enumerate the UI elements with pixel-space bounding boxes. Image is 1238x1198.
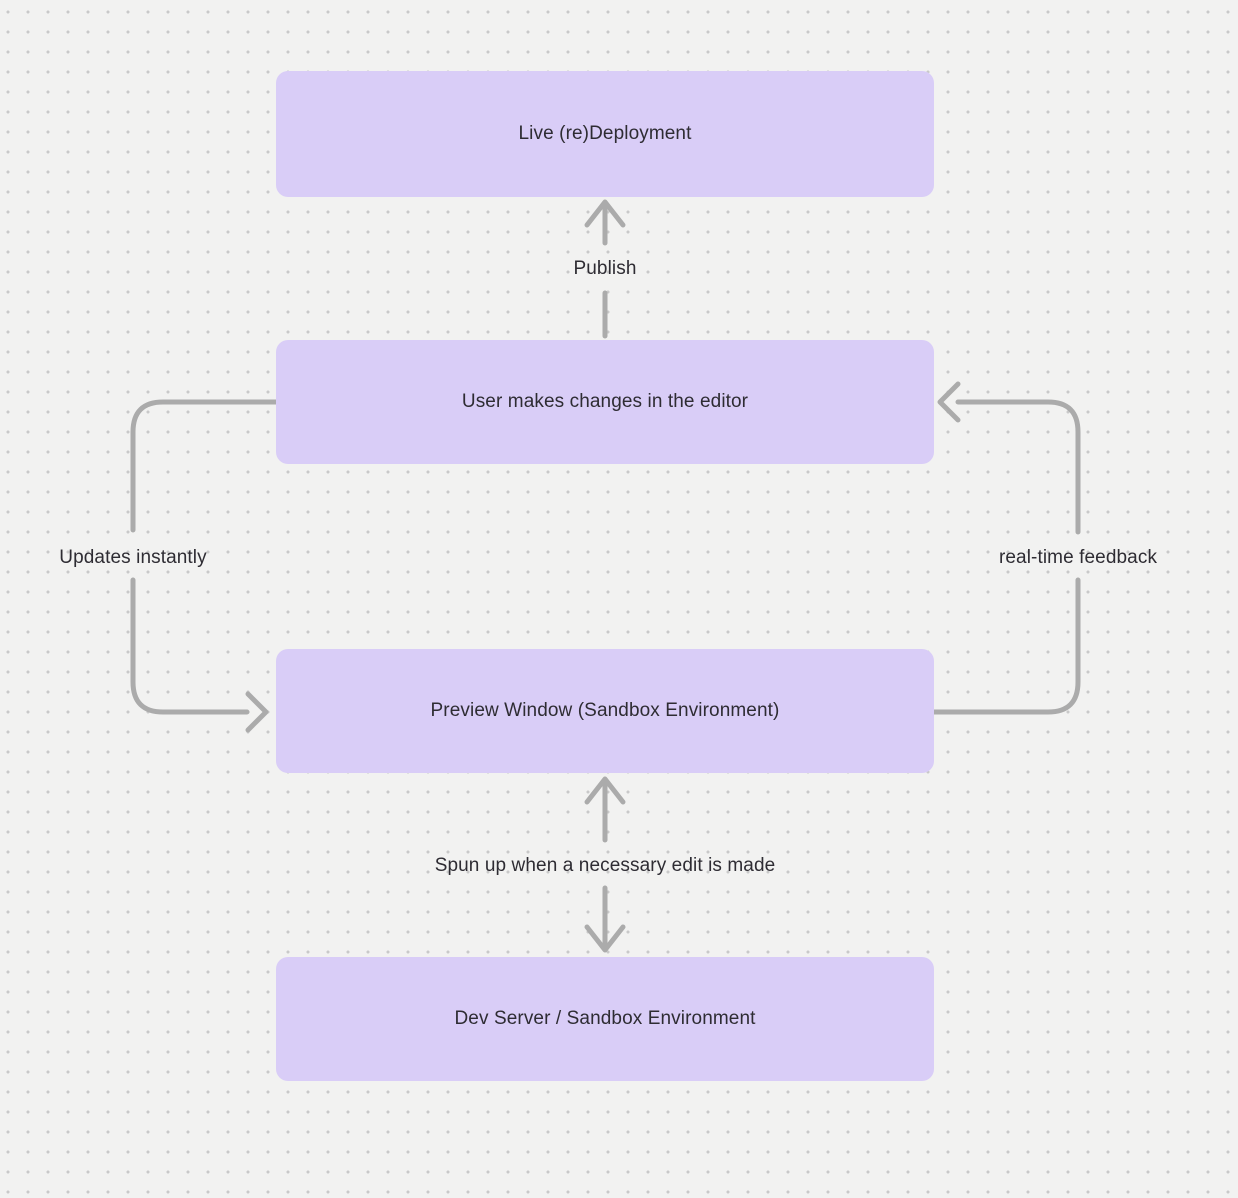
node-live-redeployment[interactable]: Live (re)Deployment	[276, 71, 934, 197]
edge-label-updates-instantly: Updates instantly	[59, 547, 207, 568]
node-dev-server-label: Dev Server / Sandbox Environment	[454, 1008, 756, 1029]
node-preview-window[interactable]: Preview Window (Sandbox Environment)	[276, 649, 934, 773]
arrowhead-right-icon	[245, 691, 269, 733]
arrowhead-down-icon	[584, 924, 626, 953]
arrowhead-left-icon	[937, 381, 961, 423]
node-live-redeployment-label: Live (re)Deployment	[518, 123, 692, 144]
node-user-edits-label: User makes changes in the editor	[461, 391, 749, 412]
arrowhead-up-icon	[584, 776, 626, 805]
arrowhead-up-icon	[584, 199, 626, 228]
edge-label-spun-up: Spun up when a necessary edit is made	[434, 855, 776, 876]
node-user-edits[interactable]: User makes changes in the editor	[276, 340, 934, 464]
node-preview-window-label: Preview Window (Sandbox Environment)	[430, 700, 780, 721]
node-dev-server[interactable]: Dev Server / Sandbox Environment	[276, 957, 934, 1081]
edge-label-publish: Publish	[573, 258, 637, 279]
edge-label-realtime-feedback: real-time feedback	[998, 547, 1158, 568]
